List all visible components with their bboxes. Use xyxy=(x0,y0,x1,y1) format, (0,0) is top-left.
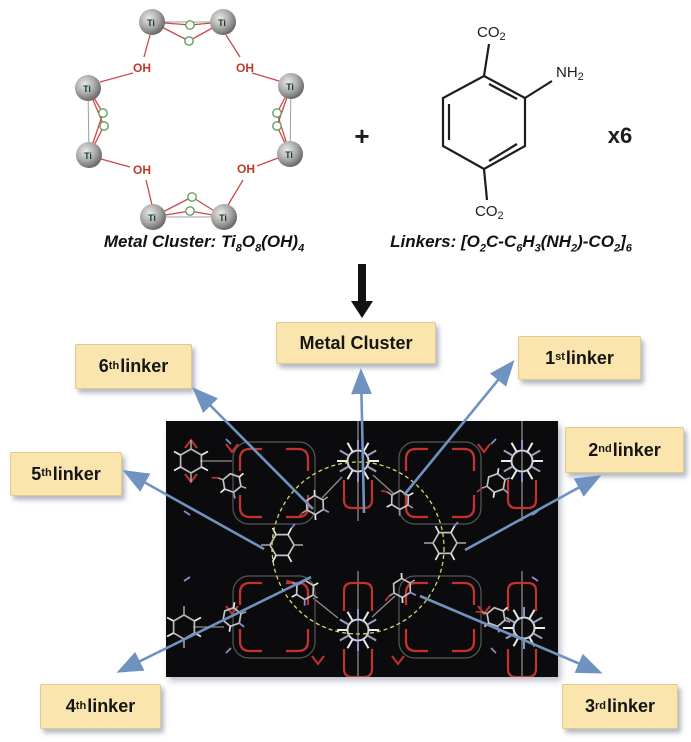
hydroxyl-label: OH xyxy=(237,162,255,176)
multiplier-x6: x6 xyxy=(608,123,632,148)
ti-o-bonds xyxy=(87,21,292,218)
oxygen-atom xyxy=(184,36,194,46)
linker-caption: Linkers: [O2C-C6H3(NH2)-CO2]6 xyxy=(361,232,661,254)
label-text: linker xyxy=(565,347,614,368)
oxygen-atom xyxy=(99,121,109,131)
titanium-atoms: Ti Ti Ti Ti Ti Ti xyxy=(75,9,304,230)
titanium-atom: Ti xyxy=(277,141,303,167)
label-text: 5 xyxy=(31,463,42,484)
down-arrow-icon xyxy=(351,264,373,318)
titanium-atom: Ti xyxy=(210,9,236,35)
titanium-atom: Ti xyxy=(140,204,166,230)
ti-label: Ti xyxy=(148,213,156,223)
caption-sub: 3 xyxy=(534,242,541,255)
titanium-atom: Ti xyxy=(76,142,102,168)
label-text: 4 xyxy=(65,696,76,716)
label-text: linker xyxy=(52,463,101,484)
label-text: Metal Cluster xyxy=(299,332,413,353)
co2-top-label: CO2 xyxy=(477,24,506,43)
oxygen-atom xyxy=(98,108,108,118)
caption-sub: 2 xyxy=(613,242,621,255)
bond-to-nh2 xyxy=(524,80,553,99)
metal-cluster-caption: Metal Cluster: Ti8O8(OH)4 xyxy=(44,232,364,254)
caption-text: (OH) xyxy=(261,232,299,251)
label-text: 6 xyxy=(98,356,109,376)
oxygen-atom xyxy=(185,20,195,30)
hydroxyl-labels: OH OH OH OH xyxy=(133,61,255,177)
label-text: 1 xyxy=(545,347,556,368)
plus-sign: + xyxy=(354,121,369,151)
caption-text: H xyxy=(522,232,535,251)
caption-sub: 2 xyxy=(479,242,487,255)
titanium-atom: Ti xyxy=(211,204,237,230)
ti-label: Ti xyxy=(218,18,226,28)
linker-drawing: CO2 NH2 CO2 + x6 xyxy=(354,24,632,222)
caption-sub: 8 xyxy=(255,242,262,255)
label-text: 3 xyxy=(584,696,595,716)
caption-sub: 6 xyxy=(516,242,523,255)
caption-text: ] xyxy=(620,232,626,251)
caption-sub: 4 xyxy=(298,242,305,255)
ti-label: Ti xyxy=(83,84,91,94)
label-metal-cluster: Metal Cluster xyxy=(276,322,436,364)
hydroxyl-label: OH xyxy=(236,61,254,75)
ti-label: Ti xyxy=(286,82,294,92)
caption-sub: 6 xyxy=(625,242,632,255)
titanium-atom: Ti xyxy=(75,75,101,101)
bond-to-co2-bottom xyxy=(482,168,489,201)
label-text: linker xyxy=(612,439,661,460)
ti-label: Ti xyxy=(147,18,155,28)
nh2-label: NH2 xyxy=(556,64,584,83)
hydroxyl-label: OH xyxy=(133,163,151,177)
benzene-ring xyxy=(441,43,553,201)
caption-text: Linkers: [O xyxy=(390,232,480,251)
pore-highlight-circle xyxy=(271,461,445,635)
oxygen-atom xyxy=(185,206,195,216)
titanium-atom: Ti xyxy=(278,73,304,99)
oxygen-atoms xyxy=(98,20,282,216)
oxygen-atom xyxy=(272,121,282,131)
caption-sub: 8 xyxy=(235,242,242,255)
label-text: linker xyxy=(120,356,169,376)
caption-text: Metal Cluster: Ti xyxy=(103,232,236,251)
oxygen-atom xyxy=(272,108,282,118)
caption-text: O xyxy=(241,232,256,251)
co2-bottom-label: CO2 xyxy=(475,203,504,222)
substituent-labels: CO2 NH2 CO2 xyxy=(475,24,584,222)
ti-ti-bonds xyxy=(87,21,292,218)
hydroxyl-label: OH xyxy=(133,61,151,75)
label-text: linker xyxy=(606,696,656,716)
oxygen-atom xyxy=(187,192,197,202)
caption-text: C-C xyxy=(486,232,517,251)
titanium-atom: Ti xyxy=(139,9,165,35)
caption-sub: 2 xyxy=(570,242,578,255)
crystal-structure-svg xyxy=(166,421,558,677)
ti-label: Ti xyxy=(84,151,92,161)
bond-to-co2-top xyxy=(482,43,491,77)
ti-label: Ti xyxy=(219,213,227,223)
crystal-background xyxy=(166,421,558,677)
label-text: linker xyxy=(87,696,136,716)
label-text: 2 xyxy=(588,439,599,460)
caption-text: (NH xyxy=(540,232,571,251)
metal-cluster-drawing: OH OH OH OH Ti Ti Ti Ti xyxy=(75,9,304,230)
ti-label: Ti xyxy=(285,150,293,160)
caption-text: )-CO xyxy=(577,232,614,251)
crystal-structure-image xyxy=(166,421,558,677)
